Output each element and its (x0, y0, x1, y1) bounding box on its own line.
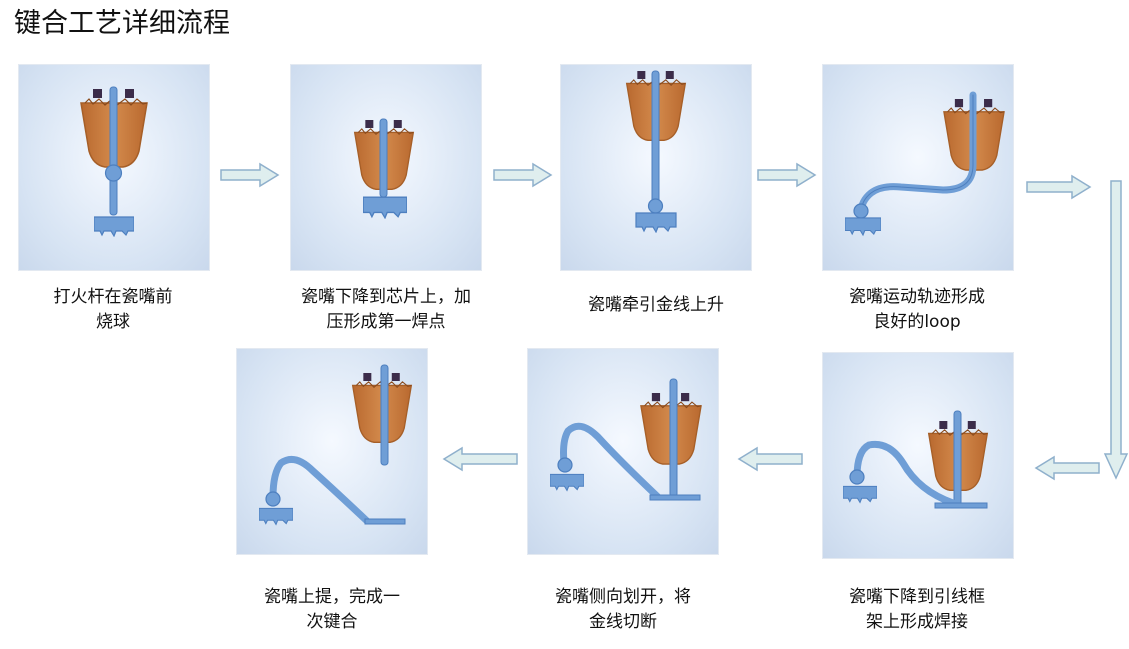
right-arrow-icon (1026, 174, 1092, 200)
step-5-caption: 瓷嘴下降到引线框 架上形成焊接 (849, 587, 985, 632)
step-3-caption: 瓷嘴牵引金线上升 (588, 295, 724, 315)
right-arrow-icon (220, 162, 280, 188)
step-2-illustration (290, 64, 482, 271)
step-6-illustration (527, 348, 719, 555)
step-7-caption: 瓷嘴上提，完成一 次键合 (264, 587, 400, 632)
left-arrow-icon (442, 446, 518, 472)
step-2-caption: 瓷嘴下降到芯片上，加 压形成第一焊点 (301, 287, 471, 332)
step-4-illustration (822, 64, 1014, 271)
left-arrow-icon (737, 446, 803, 472)
step-1-illustration (18, 64, 210, 271)
step-6-caption: 瓷嘴侧向划开，将 金线切断 (555, 587, 691, 632)
step-4-caption: 瓷嘴运动轨迹形成 良好的loop (849, 287, 985, 332)
page-title: 键合工艺详细流程 (14, 8, 230, 39)
step-3-illustration (560, 64, 752, 271)
left-arrow-icon (1034, 455, 1100, 481)
step-1-caption: 打火杆在瓷嘴前 烧球 (53, 287, 173, 332)
step-5-illustration (822, 352, 1014, 559)
step-7-illustration (236, 348, 428, 555)
down-arrow-icon (1103, 180, 1129, 480)
right-arrow-icon (757, 162, 817, 188)
right-arrow-icon (493, 162, 553, 188)
